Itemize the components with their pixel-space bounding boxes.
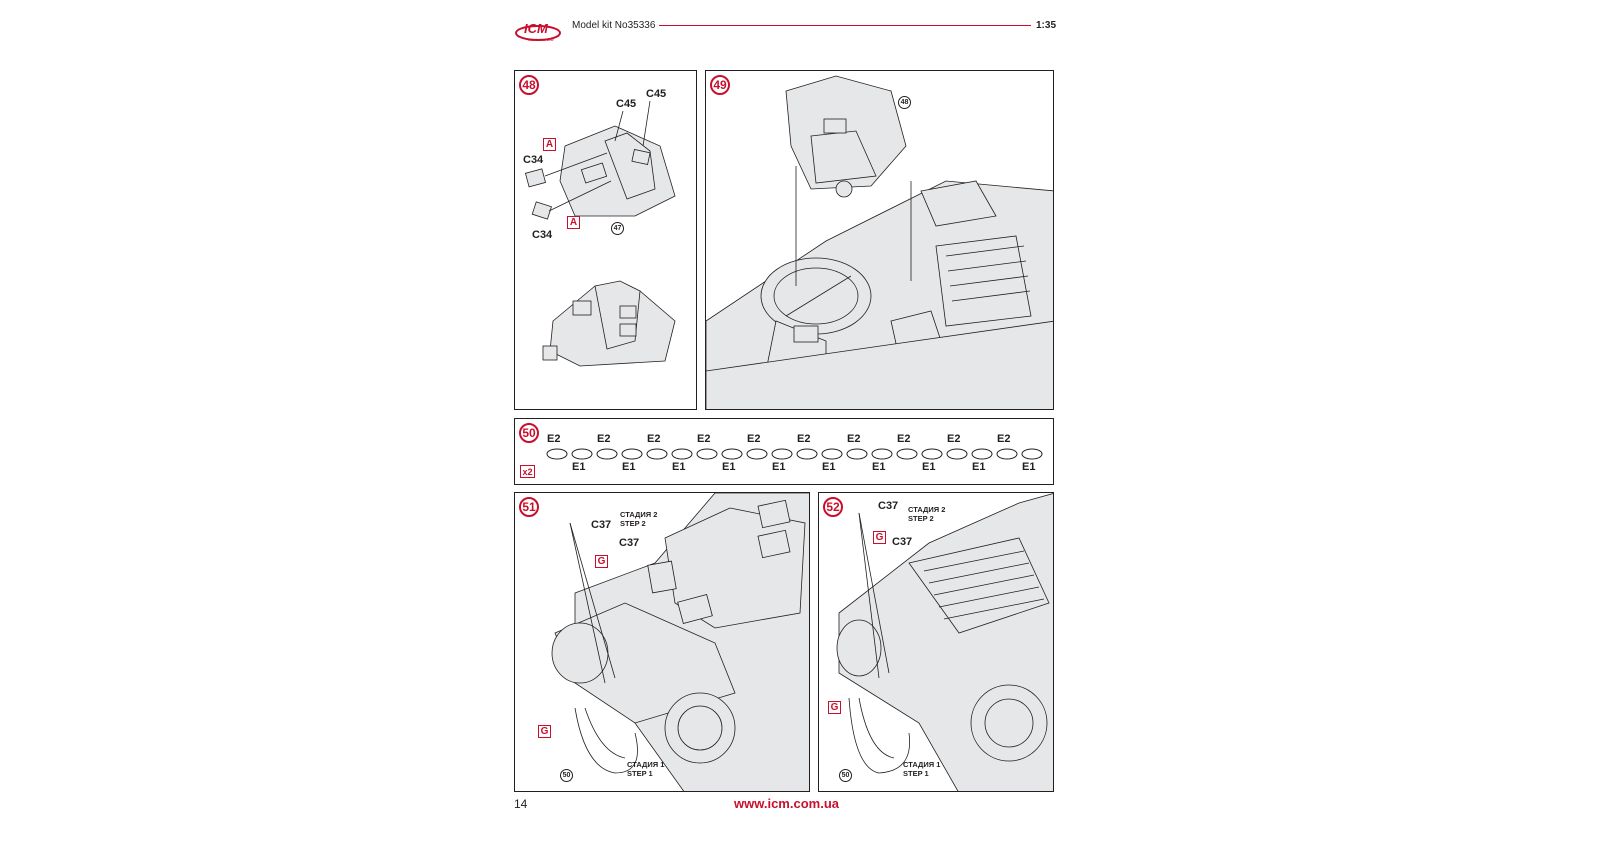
step-number: 50 bbox=[519, 423, 539, 443]
chain-link bbox=[571, 448, 593, 460]
chain-link bbox=[621, 448, 643, 460]
chain-link bbox=[1021, 448, 1043, 460]
chain-link bbox=[771, 448, 793, 460]
header: ICM Hits in the Ball Model kit No35336 1… bbox=[514, 14, 1057, 44]
glue-marker-a-2: A bbox=[567, 216, 580, 229]
chain-label-e2: E2 bbox=[947, 433, 961, 445]
chain-label-e2: E2 bbox=[747, 433, 761, 445]
chain-label-e2: E2 bbox=[897, 433, 911, 445]
chain-link bbox=[921, 448, 943, 460]
chain-label-e1: E1 bbox=[772, 461, 786, 473]
part-label-c45: C45 bbox=[616, 98, 637, 110]
scale-label: 1:35 bbox=[1036, 20, 1057, 31]
chain-label-e2: E2 bbox=[647, 433, 661, 445]
part-label-c37: C37 bbox=[878, 500, 899, 512]
quantity-marker: x2 bbox=[520, 465, 535, 478]
logo-tagline: Hits in the Ball bbox=[528, 37, 554, 42]
chain-label-e1: E1 bbox=[972, 461, 986, 473]
chain-link bbox=[871, 448, 893, 460]
part-label-c37: C37 bbox=[591, 519, 612, 531]
stage-2-en: STEP 2 bbox=[620, 519, 646, 528]
stage-1-en: STEP 1 bbox=[903, 769, 929, 778]
chain-link bbox=[996, 448, 1018, 460]
part-label-c37-2: C37 bbox=[892, 536, 913, 548]
glue-marker-g-2: G bbox=[538, 725, 551, 738]
chain-label-e2: E2 bbox=[547, 433, 561, 445]
website-link[interactable]: www.icm.com.ua bbox=[734, 796, 839, 811]
part-label-c34: C34 bbox=[523, 154, 544, 166]
chain-link bbox=[696, 448, 718, 460]
chain-label-e1: E1 bbox=[872, 461, 886, 473]
chain-label-e1: E1 bbox=[622, 461, 636, 473]
chain-label-e2: E2 bbox=[847, 433, 861, 445]
chain-link bbox=[846, 448, 868, 460]
reference-step-marker: 50 bbox=[839, 769, 852, 782]
chain-link bbox=[796, 448, 818, 460]
chain-link bbox=[821, 448, 843, 460]
chain-links-row: E2 E2 E2 E2 E2 E2 E2 E2 E2 E2 E1 E1 E1 E… bbox=[545, 433, 1053, 478]
step-49-panel: 49 48 bbox=[705, 70, 1054, 410]
part-label-c45-2: C45 bbox=[646, 88, 667, 100]
chain-label-e2: E2 bbox=[997, 433, 1011, 445]
chain-label-e1: E1 bbox=[922, 461, 936, 473]
chain-link bbox=[546, 448, 568, 460]
chain-label-e2: E2 bbox=[597, 433, 611, 445]
step-number: 52 bbox=[823, 497, 843, 517]
glue-marker-g-2: G bbox=[828, 701, 841, 714]
chain-link bbox=[896, 448, 918, 460]
logo-text: ICM bbox=[524, 21, 548, 36]
chain-link bbox=[596, 448, 618, 460]
hull-rear-drawing bbox=[836, 493, 1053, 791]
step-number: 49 bbox=[710, 75, 730, 95]
chain-label-e1: E1 bbox=[672, 461, 686, 473]
reference-step-marker: 47 bbox=[611, 222, 624, 235]
chain-link bbox=[746, 448, 768, 460]
kit-label: Model kit No35336 bbox=[572, 20, 656, 31]
step-48-panel: 48 C45 C45 A C34 A C34 47 bbox=[514, 70, 697, 410]
chain-label-e1: E1 bbox=[572, 461, 586, 473]
hull-front-drawing bbox=[551, 493, 809, 791]
stage-2-en: STEP 2 bbox=[908, 514, 934, 523]
step-number: 51 bbox=[519, 497, 539, 517]
hull-top-drawing bbox=[706, 75, 1053, 409]
chain-label-e2: E2 bbox=[797, 433, 811, 445]
chain-link bbox=[646, 448, 668, 460]
chain-label-e1: E1 bbox=[722, 461, 736, 473]
reference-step-marker: 48 bbox=[898, 96, 911, 109]
chain-link bbox=[721, 448, 743, 460]
logo-swoosh-icon bbox=[515, 25, 561, 41]
icm-logo: ICM Hits in the Ball bbox=[514, 18, 566, 44]
top-labels: E2 E2 E2 E2 E2 E2 E2 E2 E2 E2 bbox=[545, 433, 1053, 447]
header-rule bbox=[659, 25, 1031, 26]
turret-assembly-drawing bbox=[524, 100, 676, 367]
chain-label-e1: E1 bbox=[822, 461, 836, 473]
part-label-c37-2: C37 bbox=[619, 537, 640, 549]
stage-1-ru: СТАДИЯ 1 bbox=[903, 760, 941, 769]
part-label-c34-2: C34 bbox=[532, 229, 553, 241]
stage-1-en: STEP 1 bbox=[627, 769, 653, 778]
step-number: 48 bbox=[519, 75, 539, 95]
bottom-labels: E1 E1 E1 E1 E1 E1 E1 E1 E1 E1 bbox=[545, 461, 1053, 475]
reference-step-marker: 50 bbox=[560, 769, 573, 782]
step-50-panel: 50 x2 E2 E2 E2 E2 E2 E2 E2 E2 E2 E2 E1 E… bbox=[514, 418, 1054, 485]
page-number: 14 bbox=[514, 797, 528, 811]
stage-2-ru: СТАДИЯ 2 bbox=[620, 510, 658, 519]
chain-link bbox=[671, 448, 693, 460]
stage-1-ru: СТАДИЯ 1 bbox=[627, 760, 665, 769]
glue-marker-a: A bbox=[543, 138, 556, 151]
chain-label-e2: E2 bbox=[697, 433, 711, 445]
chain-label-e1: E1 bbox=[1022, 461, 1036, 473]
chain-link bbox=[946, 448, 968, 460]
stage-2-ru: СТАДИЯ 2 bbox=[908, 505, 946, 514]
chain-links-drawing bbox=[546, 448, 1043, 460]
glue-marker-g: G bbox=[873, 531, 886, 544]
glue-marker-g: G bbox=[595, 555, 608, 568]
chain-link bbox=[971, 448, 993, 460]
